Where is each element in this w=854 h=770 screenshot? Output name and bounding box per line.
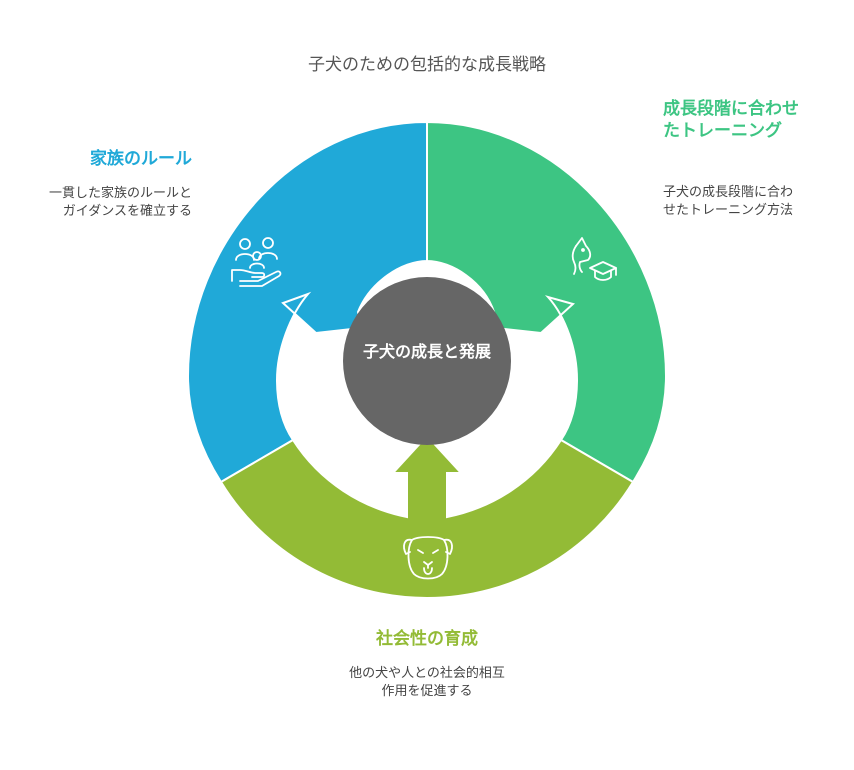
family-rules-heading: 家族のルール <box>90 149 192 169</box>
segment-socialization[interactable] <box>219 434 635 600</box>
center-label: 子犬の成長と発展 <box>362 342 491 361</box>
family-rules-description: 一貫した家族のルールとガイダンスを確立する <box>48 186 192 219</box>
socialization-description: 他の犬や人との社会的相互作用を促進する <box>349 666 505 699</box>
dog-graduation-cap-icon <box>571 237 617 281</box>
growth-training-heading: 成長段階に合わせたトレーニング <box>663 99 799 141</box>
dog-face-icon <box>403 536 453 580</box>
growth-training-description: 子犬の成長段階に合わせたトレーニング方法 <box>663 185 794 218</box>
family-hand-icon <box>231 237 282 287</box>
center-circle[interactable] <box>343 277 511 445</box>
page-title: 子犬のための包括的な成長戦略 <box>308 55 546 75</box>
socialization-heading: 社会性の育成 <box>376 629 478 649</box>
